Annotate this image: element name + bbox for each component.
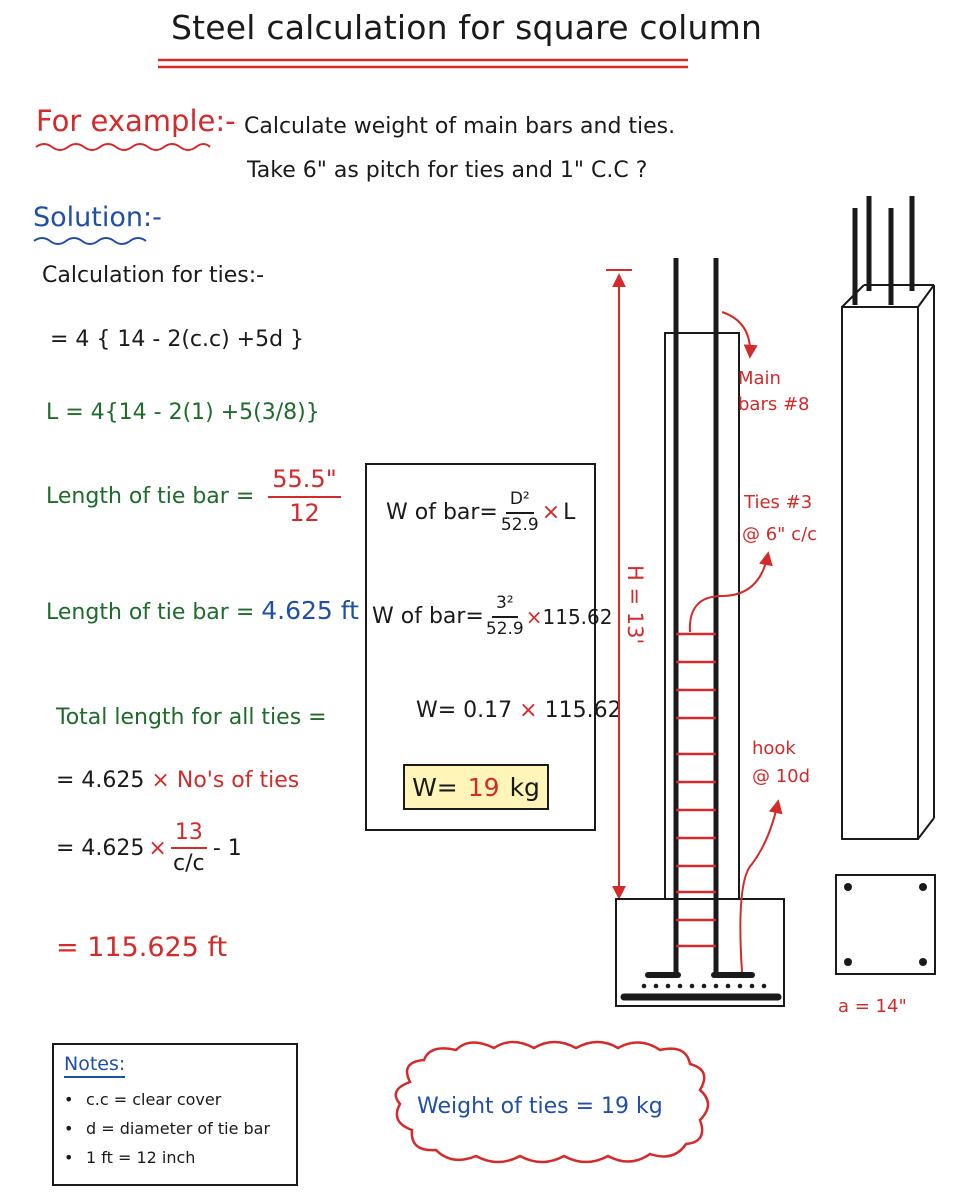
fraction-numerator-32: 3² [491,593,518,618]
note-item: 1 ft = 12 inch [64,1148,296,1167]
footing-outline [615,898,785,1007]
tie-length-fraction-row: Length of tie bar = 55.5" 12 [46,465,341,527]
hook-arrow [739,799,783,973]
fraction-numerator: 55.5" [268,465,341,498]
weight-row-3: W= 0.17 × 115.62 [416,698,622,723]
total-length-value-2: 115.62 [544,698,622,723]
hook-label-2: @ 10d [752,766,810,787]
note-item: c.c = clear cover [64,1090,296,1109]
notes-heading: Notes: [64,1053,126,1078]
example-line-1: Calculate weight of main bars and ties. [244,114,676,139]
tie-length-label-2: Length of tie bar = [46,600,255,625]
weight-row-1: W of bar= D² 52.9 × L [386,489,576,535]
tie-length-value: 4.625 ft [261,596,359,625]
fraction-numerator-d2: D² [505,489,534,514]
page-title: Steel calculation for square column [171,8,763,47]
ties [676,632,716,948]
cross-section-bars [844,883,927,966]
tie-length-label: Length of tie bar = [46,484,255,510]
ties-label-2: @ 6" c/c [742,524,817,545]
ties-heading: Calculation for ties:- [42,263,265,288]
weight-row-2: W of bar= 3² 52.9 × 115.62 [372,593,613,639]
footing-bar-dots [641,983,767,989]
weight-result-unit: kg [509,772,540,802]
times-sign-4: × [525,604,543,629]
section-size-label: a = 14" [838,996,907,1017]
column-3d-bars [852,196,915,305]
example-line-2: Take 6" as pitch for ties and 1" C.C ? [247,158,648,183]
weight-label: W of bar= [386,500,498,526]
column-3d-view [841,284,935,840]
fraction-denominator: 12 [289,498,320,527]
total-length-heading: Total length for all ties = [56,705,327,730]
notes-list: c.c = clear cover d = diameter of tie ba… [64,1090,296,1167]
length-variable: L [563,500,576,526]
result-cloud [394,1040,710,1164]
total-length-value: 115.62 [542,604,613,629]
weight-result-box: W= 19 kg [403,764,549,810]
tie-length-fraction: 55.5" 12 [268,465,341,527]
solution-label: Solution:- [33,202,162,233]
main-bars-label-1: Main [738,368,781,389]
weight-formula-box [365,463,596,831]
times-sign-3: × [541,500,561,526]
line1-prefix: = 4.625 [56,768,145,793]
title-underline [158,58,688,69]
times-sign: × [151,768,170,793]
total-length-line-1: = 4.625 × No's of ties [56,768,299,793]
example-underline [35,143,211,151]
cross-section [835,874,936,975]
formula-general: = 4 { 14 - 2(c.c) +5d } [50,327,305,352]
fraction-denominator-cc: c/c [173,851,205,877]
height-dimension: H = 13' [606,269,647,900]
total-length-result: = 115.625 ft [56,932,228,963]
line1-suffix: No's of ties [176,768,300,793]
fraction-numerator-13: 13 [170,820,207,850]
notes-box: Notes: c.c = clear cover d = diameter of… [52,1043,298,1186]
example-label: For example:- [36,104,236,138]
cloud-text: Weight of ties = 19 kg [417,1094,663,1119]
times-sign-5: × [519,698,538,723]
line2-prefix: = 4.625 [56,835,145,861]
main-bars-arrow [721,311,758,359]
total-length-line-2: = 4.625 × 13 c/c - 1 [56,820,242,877]
main-bars-label-2: bars #8 [738,394,810,415]
solution-underline [33,237,147,245]
fraction-denominator-529-2: 52.9 [485,618,524,639]
tie-length-row: Length of tie bar = 4.625 ft [46,596,359,625]
weight-label-2: W of bar= [372,604,484,630]
height-label: H = 13' [623,565,647,644]
weight-result-label: W= [412,772,458,802]
note-item: d = diameter of tie bar [64,1119,296,1138]
formula-l: L = 4{14 - 2(1) +5(3/8)} [46,400,320,425]
weight-result-value: 19 [467,772,500,802]
hook-label-1: hook [752,738,796,759]
fraction-denominator-529: 52.9 [500,514,539,535]
ties-label-1: Ties #3 [743,492,812,513]
weight-substituted-fraction: 3² 52.9 [485,593,524,639]
times-sign-2: × [148,835,167,861]
line2-suffix: - 1 [212,835,242,861]
weight-formula-fraction: D² 52.9 [500,489,539,535]
ties-arrow [688,551,773,633]
ties-count-fraction: 13 c/c [170,820,207,877]
weight-coefficient: W= 0.17 [416,698,513,723]
